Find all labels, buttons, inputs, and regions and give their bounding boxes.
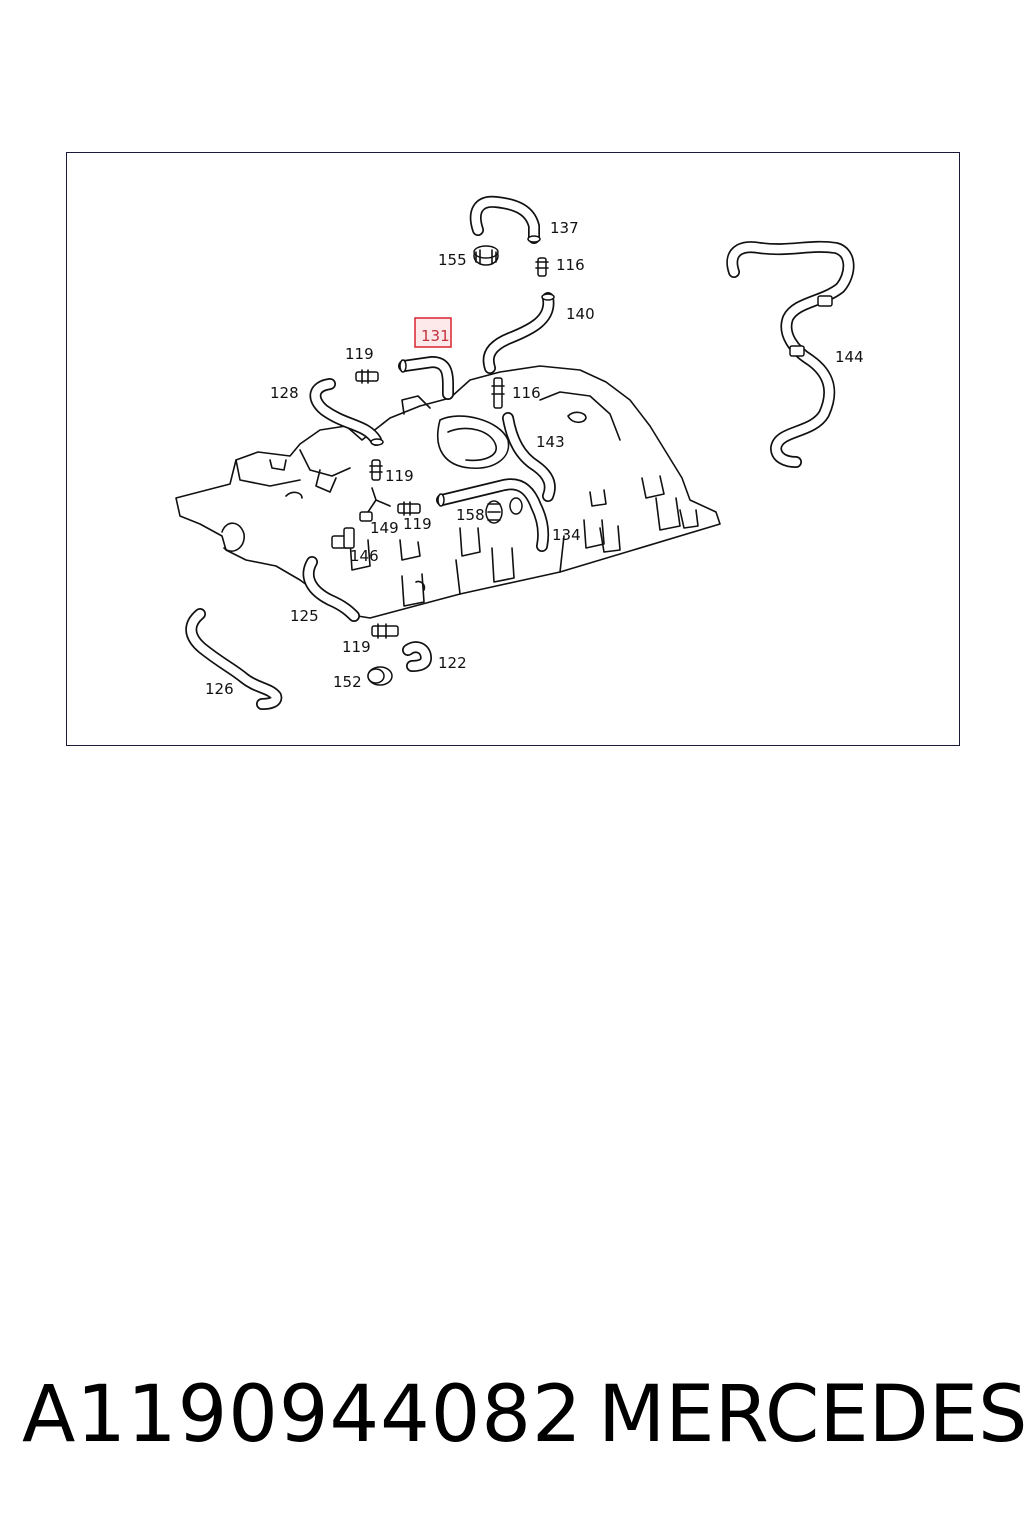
- brand-name: MERCEDES: [598, 1370, 1024, 1460]
- callout-119-mid[interactable]: 119: [385, 467, 414, 485]
- callout-128[interactable]: 128: [270, 384, 299, 402]
- callout-140[interactable]: 140: [566, 305, 595, 323]
- callout-116-mid[interactable]: 116: [512, 384, 541, 402]
- callout-155[interactable]: 155: [438, 251, 467, 269]
- callout-152[interactable]: 152: [333, 673, 362, 691]
- hose-125: [302, 556, 360, 622]
- intake-manifold: [175, 365, 721, 619]
- callout-131[interactable]: 131: [421, 327, 450, 345]
- callout-126[interactable]: 126: [205, 680, 234, 698]
- callout-149[interactable]: 149: [370, 519, 399, 537]
- callout-146[interactable]: 146: [350, 547, 379, 565]
- connector-119-upper: [355, 369, 379, 384]
- hose-128: [309, 378, 384, 446]
- clamp-155: [473, 245, 499, 266]
- callout-137[interactable]: 137: [550, 219, 579, 237]
- callout-116-top[interactable]: 116: [556, 256, 585, 274]
- hose-143: [502, 412, 556, 502]
- diagram-frame: [66, 152, 960, 746]
- clamp-152: [367, 666, 393, 686]
- connector-116-mid: [491, 377, 505, 409]
- callout-119-right[interactable]: 119: [403, 515, 432, 533]
- callout-119-lower[interactable]: 119: [342, 638, 371, 656]
- callout-119-upper[interactable]: 119: [345, 345, 374, 363]
- hose-144: [726, 240, 855, 468]
- parts-diagram: 137 155 116 140 131 119 128 116 143 144 …: [175, 195, 864, 710]
- callout-158[interactable]: 158: [456, 506, 485, 524]
- connector-119-right: [397, 501, 421, 516]
- callout-143[interactable]: 143: [536, 433, 565, 451]
- valve-146: [331, 527, 355, 549]
- hose-126: [185, 608, 283, 710]
- hose-134: [436, 478, 550, 552]
- footer: A1190944082 MERCEDES: [0, 1370, 1024, 1470]
- callout-122[interactable]: 122: [438, 654, 467, 672]
- clamp-158: [485, 497, 523, 524]
- connector-116-top: [535, 257, 549, 277]
- t-piece: [359, 487, 391, 522]
- elbow-122: [402, 641, 432, 672]
- callout-144[interactable]: 144: [835, 348, 864, 366]
- callout-125[interactable]: 125: [290, 607, 319, 625]
- connector-119-mid: [369, 459, 383, 481]
- hose-140: [482, 292, 555, 374]
- hose-137: [469, 195, 541, 244]
- hose-131: [398, 356, 454, 400]
- highlight-box: [414, 317, 452, 348]
- connector-119-lower: [371, 623, 399, 639]
- callout-134[interactable]: 134: [552, 526, 581, 544]
- part-number: A1190944082: [22, 1370, 583, 1460]
